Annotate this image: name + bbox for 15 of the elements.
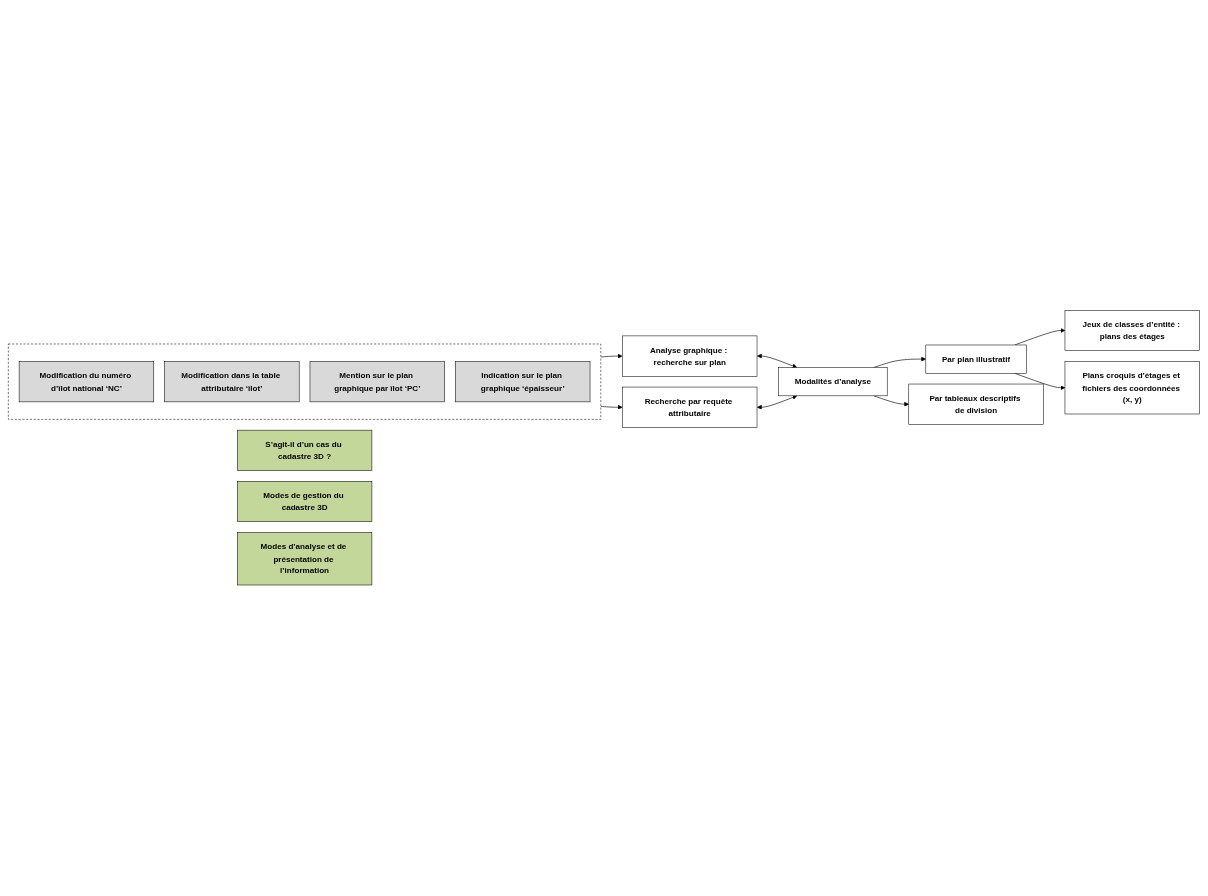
node-box: Modalités d’analyse	[778, 367, 888, 397]
node-box: Plans croquis d’étages et fichiers des coordonnées (x, y)	[1064, 361, 1200, 415]
node-box: S’agit-il d’un cas du cadastre 3D ?	[237, 430, 373, 472]
node-box: Analyse graphique : recherche sur plan	[622, 335, 758, 377]
node-box: Modification dans la table attributaire ‘îlot’	[164, 361, 300, 403]
node-box: Recherche par requête attributaire	[622, 387, 758, 429]
node-box: Indication sur le plan graphique ‘épaisseur’	[455, 361, 591, 403]
node-box: Modes de gestion du cadastre 3D	[237, 481, 373, 523]
node-box: Jeux de classes d’entité : plans des étages	[1064, 310, 1200, 352]
cluster	[8, 344, 602, 420]
node-box: Par tableaux descriptifs de division	[908, 384, 1044, 426]
node-box: Modification du numéro d’îlot national ‘NC’	[18, 361, 155, 403]
node-box: Par plan illustratif	[925, 345, 1027, 374]
node-box: Mention sur le plan graphique par îlot ‘PC’	[309, 361, 445, 403]
node-box: Modes d’analyse et de présentation de l’information	[237, 532, 373, 586]
